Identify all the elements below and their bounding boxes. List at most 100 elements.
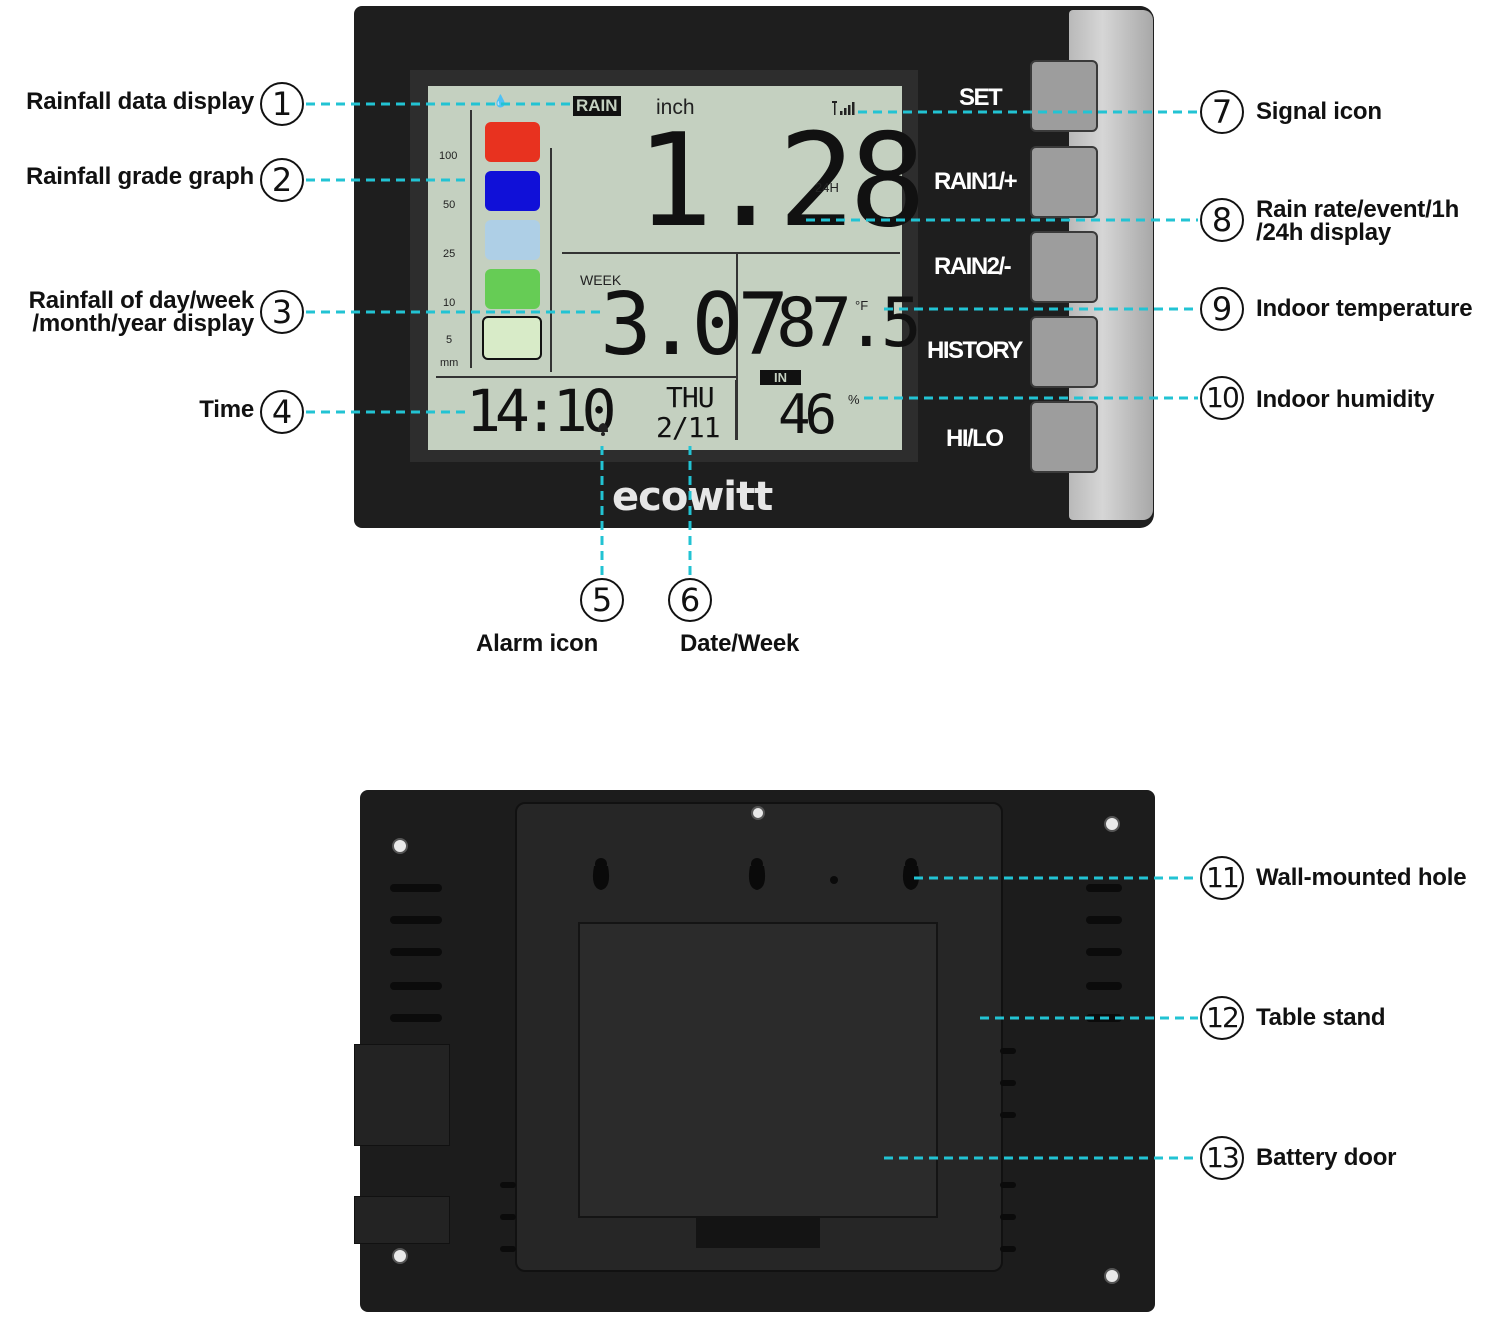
vent-slot	[1086, 982, 1122, 990]
side-clip-upper	[354, 1044, 450, 1146]
vent-slot	[390, 916, 442, 924]
temperature-value: 87.5	[776, 284, 922, 363]
main-rain-value: 1.28	[636, 107, 926, 256]
alarm-bell-icon	[595, 420, 611, 441]
callout-label-13: Battery door	[1256, 1144, 1397, 1171]
callout-number-9: 9	[1200, 287, 1244, 331]
callout-label-6: Date/Week	[680, 630, 800, 657]
vent-slot	[390, 1014, 442, 1022]
callout-label-10: Indoor humidity	[1256, 386, 1435, 413]
callout-label-4: Time	[199, 396, 254, 423]
hilo-button-label: HI/LO	[946, 425, 1004, 452]
time-value: 14:10	[466, 377, 617, 445]
wall-mount-hole-icon	[742, 852, 772, 892]
date-value: 2/11	[656, 411, 720, 444]
lcd-divider-v1	[736, 254, 738, 440]
vent-slot	[1000, 1048, 1016, 1054]
wall-mount-hole-icon	[586, 852, 616, 892]
rain1-button[interactable]	[1030, 146, 1098, 218]
screw-icon	[1104, 1268, 1120, 1284]
scale-tick-100: 100	[439, 150, 458, 162]
week-tag: WEEK	[580, 272, 622, 288]
vent-slot	[1000, 1182, 1016, 1188]
grade-scale-axis	[470, 110, 472, 368]
screw-icon	[1104, 816, 1120, 832]
vent-slot	[500, 1182, 516, 1188]
hilo-button[interactable]	[1030, 401, 1098, 473]
scale-tick-25: 25	[443, 248, 456, 260]
grade-swatch-1	[485, 122, 540, 162]
screw-icon	[392, 1248, 408, 1264]
humidity-unit: %	[848, 392, 860, 407]
set-button-label: SET	[959, 84, 1003, 111]
signal-icon	[830, 100, 856, 116]
rain2-button[interactable]	[1030, 231, 1098, 303]
grade-swatch-2	[485, 171, 540, 211]
history-button[interactable]	[1030, 316, 1098, 388]
period-label: 24H	[815, 180, 839, 195]
rain2-button-label: RAIN2/-	[934, 253, 1012, 280]
brand-logo: ecowitt	[612, 474, 773, 520]
in-tag: IN	[760, 370, 801, 385]
history-button-label: HISTORY	[927, 337, 1023, 364]
wall-mount-hole-icon	[896, 852, 926, 892]
grade-swatch-4	[485, 269, 540, 309]
lcd-divider-h2	[436, 376, 736, 378]
vent-slot	[1000, 1080, 1016, 1086]
vent-slot	[1086, 948, 1122, 956]
callout-number-4: 4	[260, 390, 304, 434]
callout-label-2: Rainfall grade graph	[25, 163, 254, 190]
vent-slot	[1086, 916, 1122, 924]
battery-door-latch[interactable]	[696, 1218, 820, 1248]
battery-door[interactable]	[578, 922, 938, 1218]
vent-slot	[390, 948, 442, 956]
callout-number-13: 13	[1200, 1136, 1244, 1180]
callout-number-2: 2	[260, 158, 304, 202]
screw-icon	[392, 838, 408, 854]
unit-label: inch	[656, 96, 695, 119]
screw-icon	[751, 806, 765, 820]
lcd-divider-h1	[562, 252, 900, 254]
scale-tick-10: 10	[443, 297, 456, 309]
temp-unit: °F	[855, 298, 869, 313]
callout-label-8-line1: Rain rate/event/1h	[1256, 196, 1460, 223]
vent-slot	[390, 884, 442, 892]
reset-hole	[830, 876, 838, 884]
callout-number-7: 7	[1200, 90, 1244, 134]
callout-number-5: 5	[580, 578, 624, 622]
callout-number-10: 10	[1200, 376, 1244, 420]
vent-slot	[500, 1246, 516, 1252]
callout-number-12: 12	[1200, 996, 1244, 1040]
callout-number-1: 1	[260, 82, 304, 126]
weekday-value: THU	[666, 381, 715, 414]
callout-label-7: Signal icon	[1256, 98, 1382, 125]
callout-label-11: Wall-mounted hole	[1256, 864, 1467, 891]
grade-swatch-5	[482, 316, 542, 360]
vent-slot	[500, 1214, 516, 1220]
lcd-divider-v2	[550, 148, 552, 372]
week-value: 3.07	[600, 275, 789, 375]
vent-slot	[1086, 884, 1122, 892]
callout-label-3-line2: /month/year display	[32, 310, 254, 337]
humidity-value: 46	[778, 383, 837, 446]
callout-label-1: Rainfall data display	[26, 88, 254, 115]
rain-tag: RAIN	[573, 96, 621, 116]
vent-slot	[1000, 1246, 1016, 1252]
set-button[interactable]	[1030, 60, 1098, 132]
scale-tick-5: 5	[446, 334, 453, 346]
grade-swatch-3	[485, 220, 540, 260]
lcd-divider-v3	[735, 380, 737, 440]
vent-slot	[390, 982, 442, 990]
vent-slot	[1000, 1112, 1016, 1118]
callout-label-9: Indoor temperature	[1256, 295, 1473, 322]
callout-label-5: Alarm icon	[476, 630, 599, 657]
scale-unit: mm	[440, 357, 459, 369]
callout-number-11: 11	[1200, 856, 1244, 900]
callout-label-12: Table stand	[1256, 1004, 1386, 1031]
scale-tick-50: 50	[443, 199, 456, 211]
side-clip-lower	[354, 1196, 450, 1244]
vent-slot	[1000, 1214, 1016, 1220]
callout-label-8-line2: /24h display	[1256, 219, 1391, 246]
rain1-button-label: RAIN1/+	[934, 168, 1018, 195]
